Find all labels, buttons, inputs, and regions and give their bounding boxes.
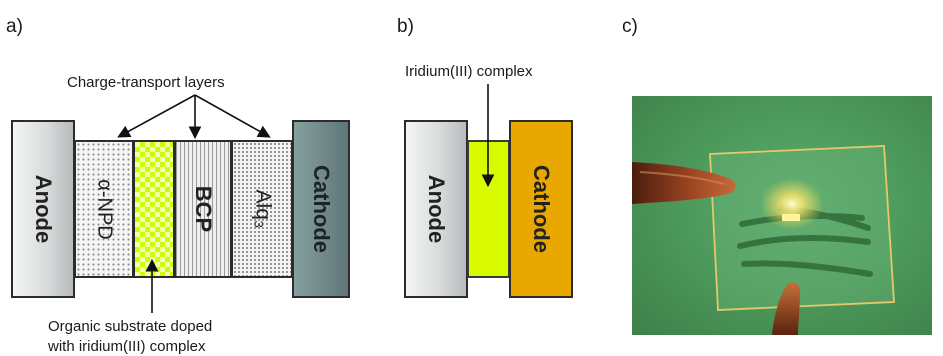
emission-glow: [760, 178, 824, 230]
bottom-probe: [772, 282, 800, 335]
cathode-label-a: Cathode: [309, 165, 334, 253]
panel-label-b: b): [397, 16, 414, 37]
bcp-label: BCP: [190, 185, 216, 233]
emitting-pixel: [782, 214, 800, 221]
iridium-complex-label: Iridium(III) complex: [405, 63, 533, 80]
alq3-layer: Alq₃: [231, 140, 293, 278]
panel-label-a: a): [6, 16, 23, 37]
anode-layer-a: Anode: [11, 120, 75, 298]
arrow-to-alq: [194, 94, 271, 138]
anode-label-b: Anode: [424, 174, 450, 244]
doped-emissive-layer: [133, 140, 175, 278]
arrow-to-npd: [117, 94, 196, 138]
device-photo: [632, 96, 932, 335]
cathode-layer-a: Cathode: [292, 120, 350, 298]
charge-transport-label: Charge-transport layers: [67, 74, 225, 91]
substrate-label-line1: Organic substrate doped: [48, 318, 213, 335]
cathode-layer-b: Cathode: [509, 120, 573, 298]
alpha-npd-layer: α-NPD: [74, 140, 134, 278]
cathode-label-b: Cathode: [529, 165, 554, 253]
substrate-label-line2: with iridium(III) complex: [48, 338, 206, 355]
anode-layer-b: Anode: [404, 120, 468, 298]
alpha-npd-label: α-NPD: [93, 178, 116, 240]
bcp-layer: BCP: [174, 140, 232, 278]
iridium-layer: [467, 140, 510, 278]
anode-label-a: Anode: [31, 174, 57, 244]
panel-label-c: c): [622, 16, 638, 37]
alq3-label: Alq₃: [251, 189, 274, 229]
